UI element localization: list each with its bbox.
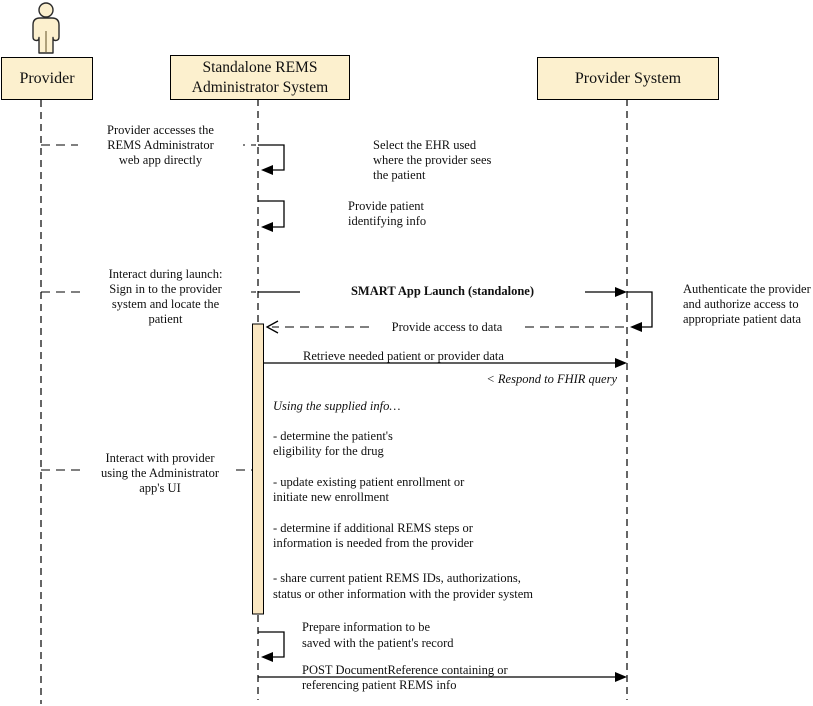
- msg-post-docref-arrowhead: [615, 672, 627, 682]
- msg-select-ehr-arrowhead: [261, 165, 273, 175]
- msg-provider-access-label: Provider accesses the REMS Administrator…: [78, 123, 243, 168]
- msg-respond-fhir-label: < Respond to FHIR query: [486, 372, 617, 386]
- msg-provide-patient-info-arrowhead: [261, 222, 273, 232]
- msg-interact-launch-label: Interact during launch: Sign in to the p…: [83, 267, 248, 327]
- rems-activation-bar: [252, 323, 264, 615]
- msg-post-docref-label: POST DocumentReference containing or ref…: [302, 662, 508, 692]
- msg-select-ehr-loop: [258, 144, 285, 171]
- note-update-enrollment-label: - update existing patient enrollment or …: [273, 475, 465, 504]
- participant-provider-system-label: Provider System: [574, 69, 682, 87]
- msg-provide-access-open-arrowhead: [265, 320, 279, 334]
- msg-provide-access-label: Provide access to data: [372, 319, 522, 335]
- msg-smart-launch-label: SMART App Launch (standalone): [300, 284, 585, 299]
- note-determine-steps-label: - determine if additional REMS steps or …: [273, 521, 474, 550]
- msg-smart-launch-arrowhead: [615, 287, 627, 297]
- note-determine-eligibility-label: - determine the patient's eligibility fo…: [273, 429, 393, 458]
- msg-select-ehr-label: Select the EHR used where the provider s…: [373, 138, 492, 182]
- note-authenticate-label: Authenticate the provider and authorize …: [683, 282, 811, 326]
- participant-provider-box: Provider: [1, 57, 93, 100]
- msg-authenticate-arrowhead: [630, 322, 642, 332]
- msg-prepare-info-arrowhead: [261, 652, 273, 662]
- msg-interact-ui-label: Interact with provider using the Adminis…: [85, 451, 235, 496]
- participant-provider-label: Provider: [19, 69, 75, 87]
- msg-prepare-info-loop: [258, 631, 285, 658]
- msg-provide-patient-info-label: Provide patient identifying info: [348, 199, 427, 228]
- msg-retrieve-data-arrowhead: [615, 358, 627, 368]
- provider-actor-icon: [32, 2, 60, 54]
- participant-rems-admin-label: Standalone REMS Administrator System: [191, 58, 329, 96]
- msg-authenticate-loop: [627, 291, 653, 328]
- note-share-ids-label: - share current patient REMS IDs, author…: [273, 571, 534, 601]
- msg-provide-patient-info-loop: [258, 200, 285, 228]
- participant-provider-system-box: Provider System: [537, 57, 719, 100]
- participant-rems-admin-box: Standalone REMS Administrator System: [170, 55, 350, 100]
- msg-prepare-info-label: Prepare information to be saved with the…: [302, 620, 454, 650]
- msg-retrieve-data-label: Retrieve needed patient or provider data: [303, 349, 504, 363]
- actor-head: [38, 2, 54, 18]
- note-using-info-label: Using the supplied info…: [273, 399, 401, 413]
